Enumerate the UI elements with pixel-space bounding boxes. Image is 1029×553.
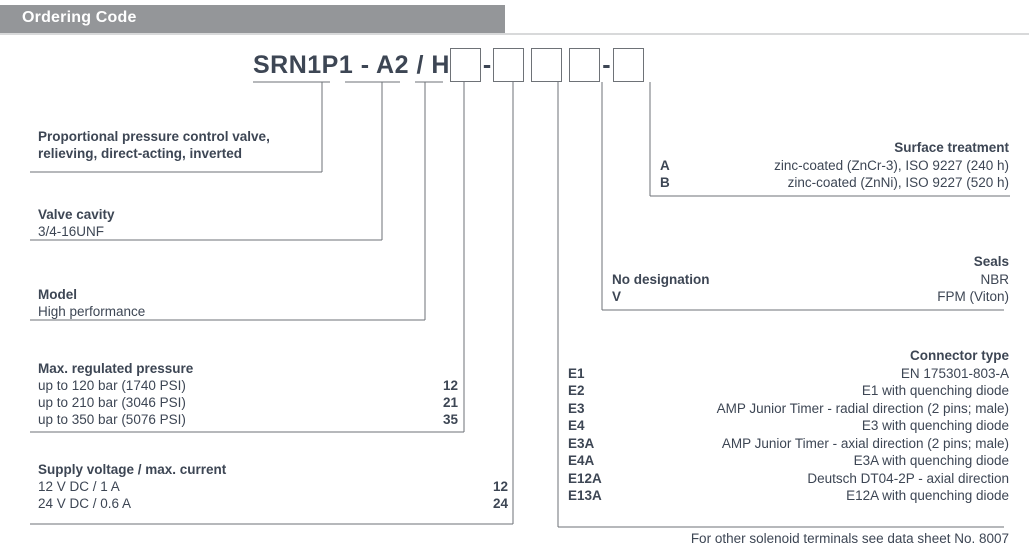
product-description-line-2: relieving, direct-acting, inverted [38,146,243,161]
valve-cavity-row: 3/4-16UNF [38,223,382,240]
connector-value-e12a: Deutsch DT04-2P - axial direction [807,470,1009,486]
supply-voltage-row: 12 V DC / 1 A 12 [38,478,508,495]
connector-key-e2: E2 [568,383,585,398]
pressure-label-1: up to 120 bar (1740 PSI) [38,378,186,393]
block-max-regulated-pressure: Max. regulated pressure up to 120 bar (1… [38,360,458,428]
surface-treatment-key-a: A [660,157,670,173]
seals-value-fpm: FPM (Viton) [937,289,1009,304]
connector-key-e4a: E4A [568,453,595,468]
code-box-surface-treatment[interactable] [612,48,644,82]
pressure-label-3: up to 350 bar (5076 PSI) [38,412,186,427]
connector-type-row: E3 AMP Junior Timer - radial direction (… [568,400,1009,418]
block-supply-voltage: Supply voltage / max. current 12 V DC / … [38,461,508,512]
supply-voltage-title: Supply voltage / max. current [38,462,227,477]
surface-treatment-row: A zinc-coated (ZnCr-3), ISO 9227 (240 h) [660,157,1009,175]
product-description-line-1: Proportional pressure control valve, [38,129,270,144]
code-box-voltage[interactable] [493,48,525,82]
connector-key-e13a: E13A [568,488,602,503]
connector-type-row: E12A Deutsch DT04-2P - axial direction [568,470,1009,488]
supply-voltage-row: 24 V DC / 0.6 A 24 [38,495,508,512]
valve-cavity-label: 3/4-16UNF [38,224,105,239]
connector-key-e1: E1 [568,365,585,381]
pressure-code-3: 35 [442,412,458,427]
max-regulated-pressure-row: up to 350 bar (5076 PSI) 35 [38,411,458,428]
connector-type-row: E4A E3A with quenching diode [568,452,1009,470]
seals-key-none: No designation [612,271,710,287]
connector-value-e3: AMP Junior Timer - radial direction (2 p… [716,400,1009,416]
connector-value-e4a: E3A with quenching diode [853,453,1009,468]
voltage-label-1: 12 V DC / 1 A [38,479,120,494]
max-regulated-pressure-row: up to 120 bar (1740 PSI) 12 [38,377,458,394]
connector-value-e1: EN 175301-803-A [900,365,1009,381]
seals-row: No designation NBR [612,271,1009,289]
surface-treatment-value-a: zinc-coated (ZnCr-3), ISO 9227 (240 h) [774,157,1009,173]
connector-value-e3a: AMP Junior Timer - axial direction (2 pi… [721,435,1009,451]
connector-type-row: E3A AMP Junior Timer - axial direction (… [568,435,1009,453]
block-valve-cavity: Valve cavity 3/4-16UNF [38,206,382,240]
connector-type-row: E2 E1 with quenching diode [568,382,1009,400]
block-seals: Seals No designation NBR V FPM (Viton) [612,253,1009,306]
section-header-bar: Ordering Code [0,5,505,33]
surface-treatment-title: Surface treatment [894,140,1009,155]
ordering-code-prefix: SRN1P1 - A2 / H [253,50,450,79]
seals-key-v: V [612,289,622,304]
pressure-code-1: 12 [442,378,458,393]
seals-row: V FPM (Viton) [612,288,1009,306]
code-box-connector[interactable] [531,48,563,82]
surface-treatment-key-b: B [660,175,670,190]
pressure-label-2: up to 210 bar (3046 PSI) [38,395,186,410]
model-label: High performance [38,304,146,319]
connector-value-e4: E3 with quenching diode [861,418,1009,433]
connector-key-e12a: E12A [568,470,602,486]
footnote: For other solenoid terminals see data sh… [690,531,1009,546]
model-title: Model [38,287,77,302]
surface-treatment-row: B zinc-coated (ZnNi), ISO 9227 (520 h) [660,174,1009,192]
ordering-code-row: SRN1P1 - A2 / H - - [253,45,644,85]
max-regulated-pressure-title: Max. regulated pressure [38,361,194,376]
connector-value-e13a: E12A with quenching diode [846,488,1009,503]
code-dash-2: - [602,50,611,79]
seals-value-nbr: NBR [980,271,1009,287]
code-box-pressure[interactable] [449,48,481,82]
surface-treatment-value-b: zinc-coated (ZnNi), ISO 9227 (520 h) [787,175,1009,190]
seals-title: Seals [973,254,1009,269]
max-regulated-pressure-row: up to 210 bar (3046 PSI) 21 [38,394,458,411]
connector-type-row: E13A E12A with quenching diode [568,487,1009,505]
pressure-code-2: 21 [442,395,458,410]
connector-key-e3a: E3A [568,435,595,451]
model-row: High performance [38,303,425,320]
code-box-seals[interactable] [569,48,601,82]
connector-type-row: E1 EN 175301-803-A [568,365,1009,383]
voltage-code-2: 24 [492,496,508,511]
connector-key-e3: E3 [568,400,585,416]
connector-type-row: E4 E3 with quenching diode [568,417,1009,435]
connector-key-e4: E4 [568,418,585,433]
valve-cavity-title: Valve cavity [38,207,115,222]
block-surface-treatment: Surface treatment A zinc-coated (ZnCr-3)… [660,139,1009,192]
voltage-label-2: 24 V DC / 0.6 A [38,496,132,511]
block-connector-type: Connector type E1 EN 175301-803-A E2 E1 … [568,347,1009,505]
code-dash-1: - [482,50,492,79]
page-title: Ordering Code [22,9,137,26]
block-model: Model High performance [38,286,425,320]
connector-value-e2: E1 with quenching diode [861,383,1009,398]
block-product-description: Proportional pressure control valve, rel… [38,128,328,162]
header-rule [0,33,1029,35]
connector-type-title: Connector type [909,348,1009,363]
voltage-code-1: 12 [492,479,508,494]
